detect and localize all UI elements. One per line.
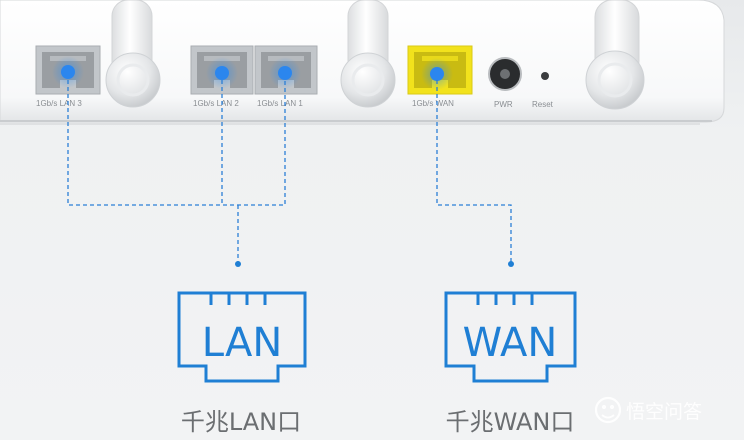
watermark: 悟空问答 — [594, 396, 702, 424]
port-label-lan3: 1Gb/s LAN 3 — [36, 99, 82, 108]
port-lan2 — [190, 45, 254, 95]
lan-icon-text: LAN — [202, 320, 283, 366]
lan-connector-lines — [67, 80, 286, 262]
port-label-pwr: PWR — [494, 100, 513, 109]
port-label-lan2: 1Gb/s LAN 2 — [193, 99, 239, 108]
reset-hole — [541, 72, 549, 80]
port-label-wan: 1Gb/s WAN — [412, 99, 454, 108]
port-label-lan1: 1Gb/s LAN 1 — [257, 99, 303, 108]
wan-connector-end — [508, 261, 514, 267]
lan-connector-end — [235, 261, 241, 267]
wan-connector-lines — [436, 80, 512, 262]
antenna-1 — [105, 0, 161, 108]
port-lan1 — [254, 45, 318, 95]
antenna-2 — [340, 0, 396, 108]
wan-caption: 千兆WAN口 — [446, 408, 575, 436]
wan-icon-text: WAN — [463, 320, 558, 366]
power-jack — [488, 57, 522, 91]
port-lan3 — [35, 45, 101, 95]
port-wan — [407, 45, 473, 95]
lan-port-icon: LAN — [177, 291, 307, 383]
port-label-reset: Reset — [532, 100, 554, 109]
antenna-3 — [585, 0, 645, 110]
watermark-text: 悟空问答 — [626, 401, 702, 423]
lan-caption: 千兆LAN口 — [181, 408, 301, 436]
wan-port-icon: WAN — [444, 291, 577, 383]
